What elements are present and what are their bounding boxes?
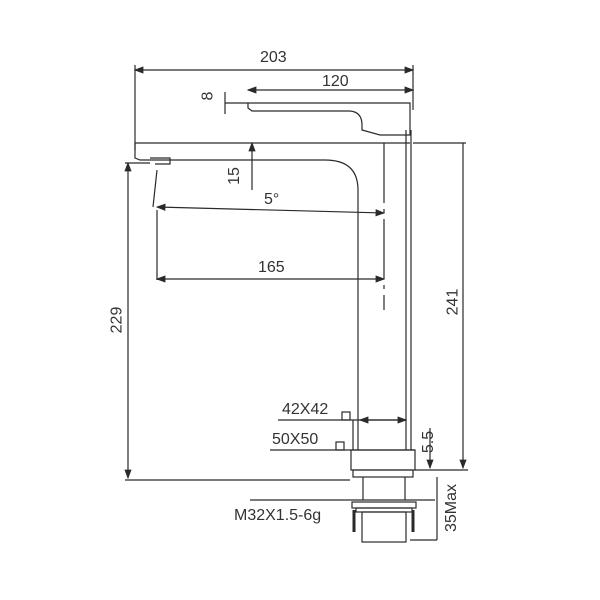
dim-body-section: 42X42 — [282, 401, 329, 418]
dim-handle-thickness: 8 — [199, 91, 217, 101]
dim-base-section: 50X50 — [272, 431, 319, 448]
dim-base-height: 5.5 — [420, 430, 438, 454]
dim-thread: M32X1.5-6g — [234, 507, 322, 524]
dim-spout-angle: 5° — [264, 191, 280, 208]
dim-spout-thickness: 15 — [225, 167, 243, 185]
dim-spout-height: 229 — [108, 306, 126, 334]
dim-counter-max: 35Max — [443, 483, 461, 533]
dim-overall-length: 203 — [260, 49, 287, 66]
dim-total-height: 241 — [444, 288, 462, 316]
dim-spout-reach: 165 — [258, 259, 285, 276]
dim-handle-length: 120 — [322, 73, 349, 90]
